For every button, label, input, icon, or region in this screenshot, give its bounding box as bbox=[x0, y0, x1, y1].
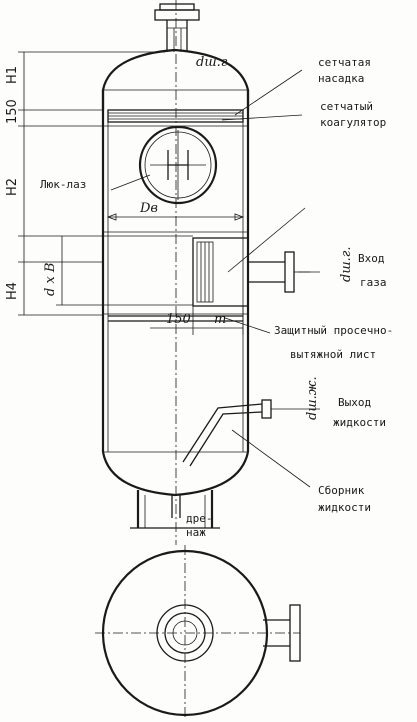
dim-gas-outlet-top: dш.г. bbox=[196, 55, 231, 70]
left-dimension-chain bbox=[18, 51, 193, 316]
top-head bbox=[101, 48, 250, 110]
dim-gas-nozzle: dш.г. bbox=[339, 247, 354, 282]
label-gas-inlet-1: Вход bbox=[358, 252, 385, 265]
label-gas-inlet-2: газа bbox=[360, 276, 387, 289]
dim-diameter: Dв bbox=[139, 201, 158, 216]
label-mesh-coalescer-1: сетчатый bbox=[320, 100, 373, 113]
dim-h2: H2 bbox=[5, 178, 20, 196]
gas-inlet-assembly bbox=[192, 237, 310, 307]
label-manhole: Люк-лаз bbox=[40, 178, 86, 191]
bottom-width-dimension bbox=[150, 306, 244, 335]
leader-lines bbox=[110, 69, 320, 488]
label-liquid-collector-2: жидкости bbox=[318, 501, 371, 514]
bottom-head bbox=[101, 451, 250, 497]
label-protective-sheet-2: вытяжной лист bbox=[290, 348, 376, 361]
vessel-shell bbox=[101, 90, 250, 452]
dim-h1: H1 bbox=[5, 66, 20, 84]
diameter-dimension bbox=[106, 213, 245, 221]
dim-m: m bbox=[214, 312, 226, 327]
liquid-outlet-pipe bbox=[182, 399, 290, 467]
label-liquid-collector-1: Сборник bbox=[318, 484, 365, 497]
manhole bbox=[138, 125, 218, 205]
dim-150-top: 150 bbox=[5, 99, 20, 124]
protective-sheet bbox=[103, 313, 248, 322]
label-protective-sheet-1: Защитный просечно- bbox=[274, 324, 393, 337]
label-mesh-coalescer-2: коагулятор bbox=[320, 116, 386, 129]
label-mesh-packing-2: насадка bbox=[318, 72, 364, 85]
dim-liquid-nozzle: dш.ж. bbox=[305, 376, 320, 420]
dim-150-bottom: 150 bbox=[166, 312, 191, 327]
dim-h4: H4 bbox=[5, 282, 20, 300]
label-drain-1: дре- bbox=[186, 512, 213, 525]
plan-view bbox=[95, 545, 301, 720]
label-liquid-outlet-1: Выход bbox=[338, 396, 371, 409]
dim-inlet-size: d x B bbox=[43, 263, 58, 296]
support-skirt bbox=[130, 490, 220, 529]
label-drain-2: наж bbox=[186, 526, 206, 539]
label-mesh-packing-1: сетчатая bbox=[318, 56, 371, 69]
label-liquid-outlet-2: жидкости bbox=[333, 416, 386, 429]
mesh-packing bbox=[103, 109, 248, 127]
top-outlet-nozzle bbox=[154, 3, 200, 52]
